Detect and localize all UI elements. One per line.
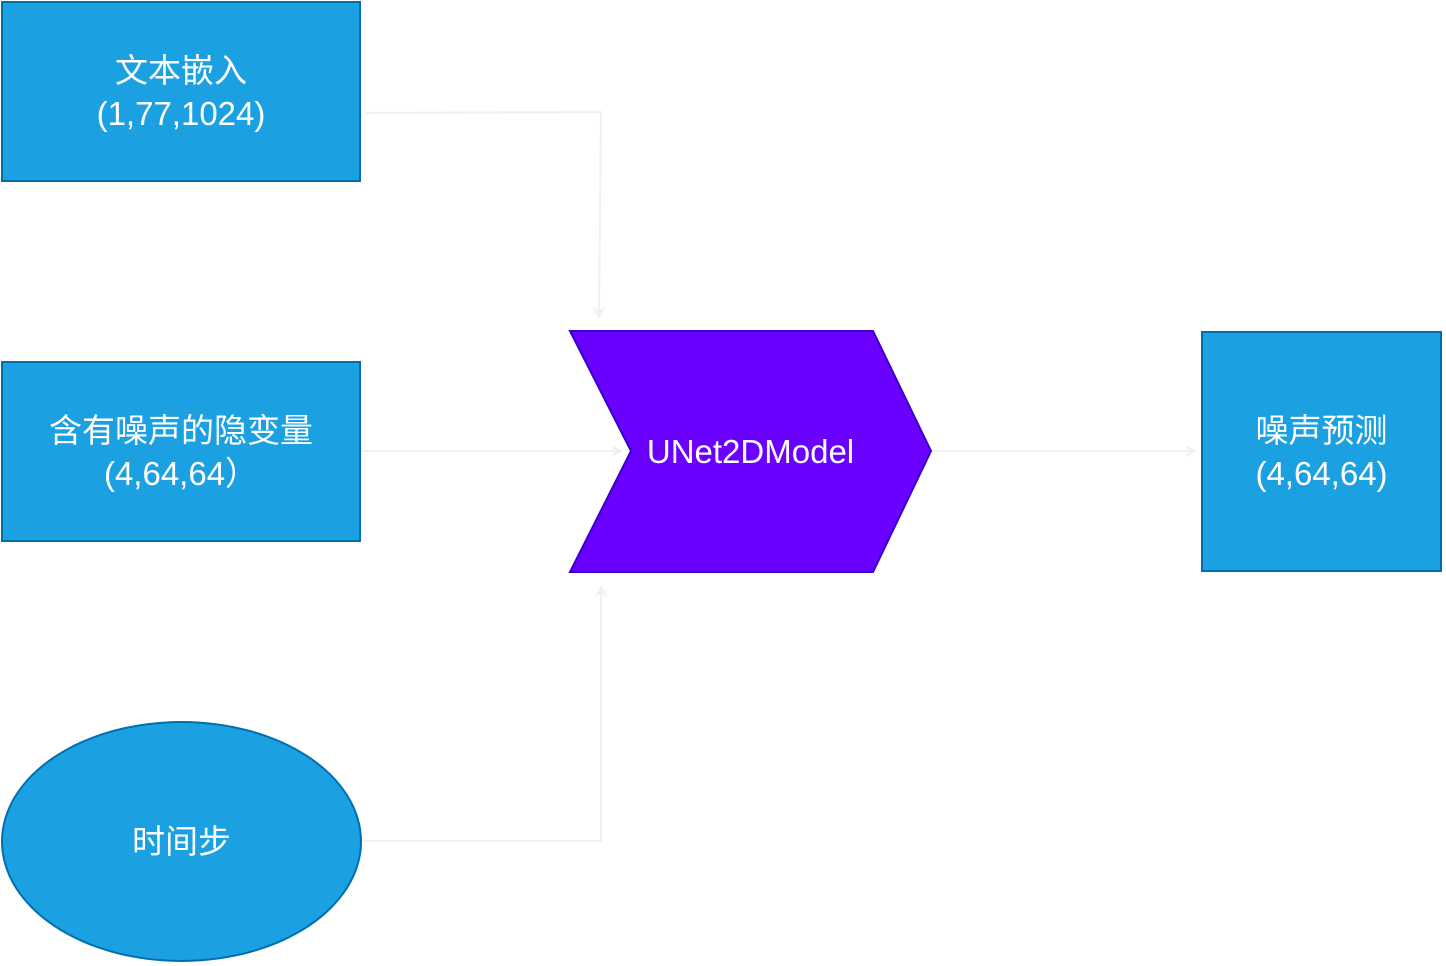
node-text-embedding-shape: (1,77,1024) [96,94,266,132]
node-text-embedding-title: 文本嵌入 [115,51,247,89]
node-noise-prediction: 噪声预测 (4,64,64) [1201,331,1442,572]
node-timestep: 时间步 [1,721,362,962]
node-noise-prediction-shape: (4,64,64) [1255,454,1388,492]
unet-chevron-shape [568,330,933,573]
node-timestep-title: 时间步 [132,823,231,860]
node-unet-label: UNet2DModel [646,432,855,470]
edge-text-embedding-to-unet [365,110,606,320]
node-noisy-latent: 含有噪声的隐变量 (4,64,64） [1,361,361,542]
node-text-embedding: 文本嵌入 (1,77,1024) [1,1,361,182]
node-noisy-latent-shape: (4,64,64） [103,454,259,492]
edge-timestep-to-unet [362,584,607,842]
node-noisy-latent-title: 含有噪声的隐变量 [49,411,313,449]
node-noise-prediction-title: 噪声预测 [1255,411,1388,449]
